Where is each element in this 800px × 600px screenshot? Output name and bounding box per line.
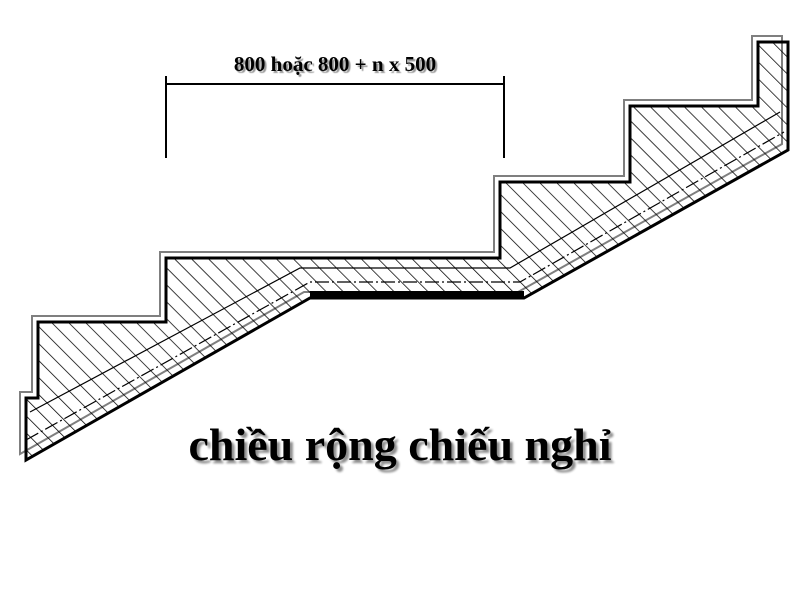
stair-shadow (19, 35, 783, 456)
rebar-upper (29, 111, 781, 413)
dimension-line (165, 76, 505, 158)
dimension-label: 800 hoặc 800 + n x 500 (233, 52, 437, 76)
rebar-lower (25, 131, 785, 441)
diagram-caption: chiều rộng chiếu nghỉ (188, 419, 612, 470)
